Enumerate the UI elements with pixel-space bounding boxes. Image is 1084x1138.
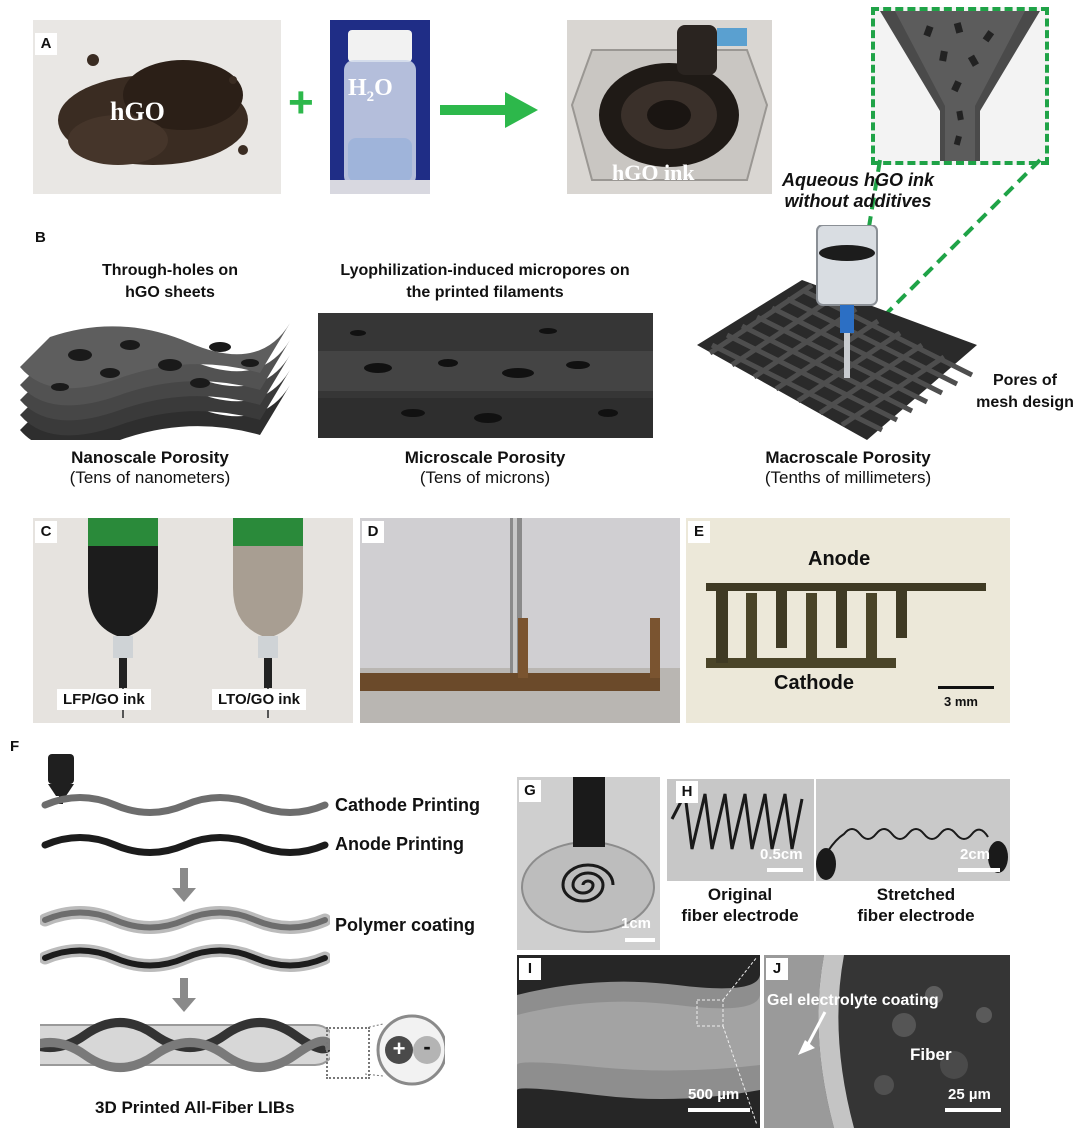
spiral-fiber-image <box>521 777 655 933</box>
mesh-printing-illustration <box>697 225 977 440</box>
sem-fiber-surface-image <box>517 955 760 1128</box>
green-arrow <box>440 92 538 128</box>
panel-b-label: B <box>35 229 46 246</box>
panel-f-label: F <box>10 738 20 755</box>
micropores-title: Lyophilization-induced micropores on the… <box>290 260 680 304</box>
macroscale-title: Macroscale Porosity <box>765 448 931 467</box>
hgo-powder-label: hGO <box>110 97 165 126</box>
lfp-go-ink-label: LFP/GO ink <box>57 689 151 710</box>
all-fiber-libs-title: 3D Printed All-Fiber LIBs <box>95 1098 295 1117</box>
coiled-fiber-image <box>670 789 804 850</box>
panel-d-printing-photo <box>360 518 680 723</box>
minus-terminal-symbol: - <box>423 1034 431 1059</box>
stretched-fiber-image <box>816 828 1008 880</box>
panel-a-label: A <box>35 33 57 55</box>
micropores-line1: Lyophilization-induced micropores on <box>340 262 630 279</box>
fiber-label: Fiber <box>910 1045 952 1064</box>
anode-printing-label: Anode Printing <box>335 834 464 854</box>
g-scale-bar <box>625 938 655 942</box>
pores-of-mesh-label: Pores of mesh design <box>970 370 1080 414</box>
cathode-printing-label: Cathode Printing <box>335 795 480 815</box>
h2o-h: H <box>348 75 367 101</box>
panel-g-label: G <box>519 780 541 802</box>
e-scale-text: 3 mm <box>944 694 978 709</box>
panel-i-label: I <box>519 958 541 980</box>
panel-a-hgo-powder-photo <box>33 20 281 194</box>
stretched-fiber-caption: Stretched fiber electrode <box>826 884 1006 926</box>
cathode-label: Cathode <box>774 672 854 694</box>
nozzle-zoom-frame <box>871 7 1049 165</box>
panel-c-ink-syringes-photo <box>33 518 353 723</box>
microscale-title: Microscale Porosity <box>404 448 566 467</box>
original-line2: fiber electrode <box>681 906 799 925</box>
h-scale-bar-1 <box>767 868 803 872</box>
pores-of-line2: mesh design <box>976 394 1074 411</box>
water-vial-photo <box>330 20 430 194</box>
original-line1: Original <box>707 885 773 904</box>
hgo-ink-photo <box>567 20 772 194</box>
cross-section-dotted-box <box>326 1027 370 1079</box>
g-scale-text: 1cm <box>621 915 652 932</box>
aqueous-ink-annotation: Aqueous hGO ink without additives <box>763 170 953 212</box>
hgo-sheets-illustration <box>20 323 290 440</box>
panel-h-stretched-fiber-photo <box>816 779 1010 881</box>
pores-of-line1: Pores of <box>992 372 1057 389</box>
h-scale-bar-2 <box>958 868 1000 872</box>
macroscale-sub: (Tenths of millimeters) <box>764 468 932 487</box>
j-scale-text: 25 µm <box>948 1086 991 1103</box>
stretched-line2: fiber electrode <box>857 906 975 925</box>
h2o-o: O <box>374 75 393 101</box>
anode-label: Anode <box>808 548 871 570</box>
polymer-coating-label: Polymer coating <box>335 915 476 935</box>
printing-image <box>360 518 680 723</box>
nanoscale-caption: Nanoscale Porosity (Tens of nanometers) <box>20 448 280 488</box>
nanoscale-title: Nanoscale Porosity <box>71 448 229 467</box>
syringes-image <box>88 518 303 718</box>
panel-g-spiral-photo <box>517 777 660 950</box>
micropores-sem-image <box>318 313 653 438</box>
hgo-powder-image <box>58 54 248 165</box>
micropores-line2: the printed filaments <box>406 284 564 301</box>
aqueous-line1: Aqueous hGO ink <box>781 170 934 190</box>
i-scale-text: 500 µm <box>688 1086 740 1103</box>
through-holes-line2: hGO sheets <box>125 284 215 301</box>
panel-i-sem-fiber-photo <box>517 955 760 1128</box>
macroscale-caption: Macroscale Porosity (Tenths of millimete… <box>718 448 978 488</box>
nozzle-zoom-image <box>880 11 1040 161</box>
original-fiber-caption: Original fiber electrode <box>655 884 825 926</box>
gel-electrolyte-label: Gel electrolyte coating <box>767 992 939 1009</box>
gel-pointer-arrow <box>798 1011 827 1055</box>
through-holes-line1: Through-holes on <box>102 262 238 279</box>
panel-j-label: J <box>766 958 788 980</box>
microscale-caption: Microscale Porosity (Tens of microns) <box>355 448 615 488</box>
water-vial-image <box>330 30 430 194</box>
aqueous-line2: without additives <box>784 191 932 211</box>
hgo-ink-label: hGO ink <box>612 160 695 185</box>
j-scale-bar <box>945 1108 1001 1112</box>
cross-section-diagram <box>365 1014 445 1086</box>
panel-d-label: D <box>362 521 384 543</box>
h-scale-text-1: 0.5cm <box>760 846 803 863</box>
i-scale-bar <box>688 1108 750 1112</box>
interdigitated-electrode-image <box>706 583 986 668</box>
stretched-line1: Stretched <box>876 885 956 904</box>
micropores-texture <box>318 313 653 438</box>
e-scale-bar <box>938 686 994 689</box>
panel-h-label: H <box>676 781 698 803</box>
nanoscale-sub: (Tens of nanometers) <box>69 468 231 487</box>
fiber-process-diagram <box>40 794 330 1072</box>
h2o-label: H2O <box>348 75 393 106</box>
through-holes-title: Through-holes on hGO sheets <box>40 260 300 304</box>
hgo-ink-image <box>570 25 769 181</box>
panel-c-label: C <box>35 521 57 543</box>
plus-sign: + <box>288 78 314 127</box>
microscale-sub: (Tens of microns) <box>419 468 551 487</box>
lto-go-ink-label: LTO/GO ink <box>212 689 306 710</box>
panel-e-label: E <box>688 521 710 543</box>
plus-terminal-symbol: + <box>392 1036 406 1061</box>
h2o-subscript: 2 <box>366 88 375 105</box>
h-scale-text-2: 2cm <box>960 846 991 863</box>
